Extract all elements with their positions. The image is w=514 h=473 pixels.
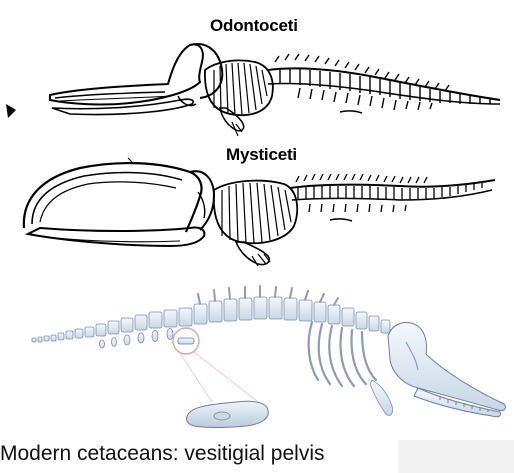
vestigial-pelvis-icon (0, 284, 514, 436)
modern-skeleton-panel (0, 284, 514, 436)
figure-caption: Modern cetaceans: vesitigial pelvis (0, 442, 325, 466)
mysticeti-skeleton-icon (0, 0, 514, 284)
skeleton-comparison-panel: Odontoceti Mysticeti (0, 0, 514, 284)
caption-background-box (398, 440, 514, 473)
